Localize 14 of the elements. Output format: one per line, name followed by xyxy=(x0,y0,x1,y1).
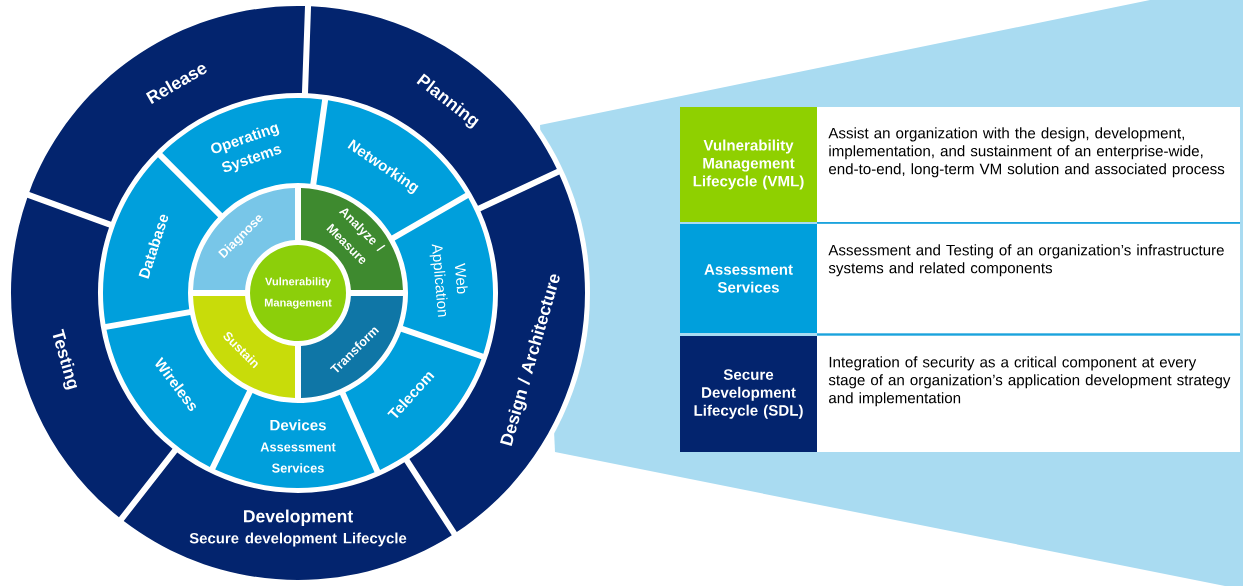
node-label: Assessment Services xyxy=(704,264,793,293)
ring-segment: Web Application xyxy=(394,198,493,354)
node-label: Assessment and Testing of an organization’s infrastructure systems and related components xyxy=(828,244,1224,277)
table-row: Assessment Services Assessment and Testing of an organization’s infrastructure systems and related components xyxy=(680,224,1240,333)
node-label: Web Application xyxy=(429,244,468,317)
node-label: Development xyxy=(244,509,353,526)
node-label: Secure development Lifecycle xyxy=(189,532,407,547)
table-row: Secure Development Lifecycle (SDL) Integration of security as a critical component at every stage of an organization’s application development strategy and implementation xyxy=(680,336,1240,452)
node-label: Vulnerability Management Lifecycle (VML) xyxy=(693,139,804,190)
node-label: Assist an organization with the design, development, implementation, and sustainment of an enterprise-wide, end-to-end, long-term VM solution and associated process xyxy=(828,127,1225,178)
ring-segment: Devices Assessment Services xyxy=(215,393,375,488)
node-label: Devices xyxy=(270,419,326,431)
table-row: Vulnerability Management Lifecycle (VML) Assist an organization with the design, development, implementation, and sustainment of an enterprise-wide, end-to-end, long-term VM solution and associated process xyxy=(680,107,1240,222)
node-label: Secure Development Lifecycle (SDL) xyxy=(694,369,803,419)
